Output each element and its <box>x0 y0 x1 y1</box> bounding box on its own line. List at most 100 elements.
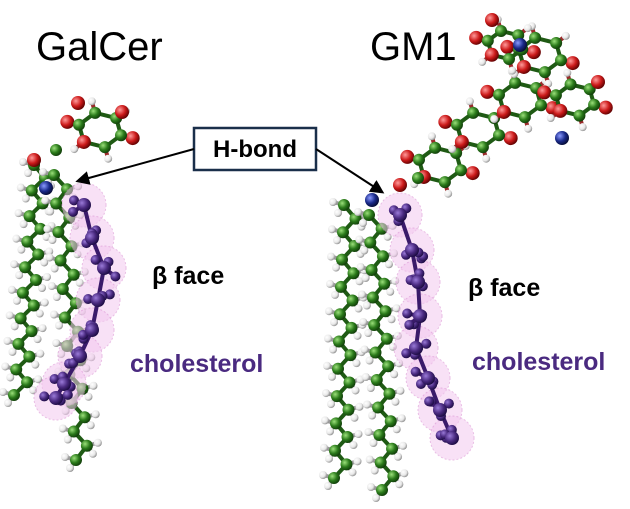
carbon-atom <box>372 401 385 414</box>
oxygen-atom <box>516 59 531 74</box>
carbon-atom <box>27 299 40 312</box>
carbon-atom <box>509 76 522 89</box>
carbon-atom <box>365 264 378 276</box>
carbon-atom <box>455 164 468 177</box>
carbon-atom <box>329 444 341 457</box>
hydrogen-atom <box>327 252 335 261</box>
cholesterol-atom <box>68 206 79 217</box>
hydrogen-atom <box>326 279 334 288</box>
hydrogen-atom <box>5 311 14 320</box>
carbon-atom <box>337 226 349 239</box>
hydrogen-atom <box>384 260 393 269</box>
gm1-molecule <box>319 13 613 502</box>
hydrogen-atom <box>563 68 572 77</box>
hydrogen-atom <box>12 234 21 243</box>
hydrogen-atom <box>368 411 377 420</box>
cholesterol-molecule <box>39 195 121 406</box>
hydrogen-atom <box>334 209 342 217</box>
cholesterol-atom <box>409 341 423 355</box>
carbon-atom <box>345 321 358 334</box>
oxygen-atom <box>76 134 91 149</box>
hydrogen-atom <box>329 345 337 354</box>
hydrogen-atom <box>324 482 332 490</box>
hydrogen-atom <box>361 274 370 282</box>
carbon-atom <box>341 431 354 444</box>
hydrogen-atom <box>448 145 457 154</box>
cholesterol-atom <box>85 231 99 245</box>
hydrogen-atom <box>333 236 341 245</box>
oxygen-atom <box>465 166 480 181</box>
cholesterol-atom <box>49 374 60 385</box>
carbon-atom <box>328 472 340 484</box>
oxygen-atom <box>438 114 453 129</box>
hydrogen-atom <box>327 400 335 409</box>
hydrogen-atom <box>392 425 401 434</box>
carbon-atom <box>373 429 386 441</box>
oxygen-atom <box>591 75 605 89</box>
oxygen-atom <box>526 45 541 60</box>
carbon-atom <box>10 363 23 376</box>
cholesterol-atom <box>410 366 421 377</box>
carbon-atom <box>380 332 393 345</box>
hydrogen-atom <box>546 114 555 123</box>
hydrogen-atom <box>55 321 63 330</box>
hydrogen-atom <box>397 414 406 423</box>
carbon-atom <box>535 99 548 112</box>
nitrogen-atom <box>555 131 569 145</box>
hydrogen-atom <box>561 31 570 40</box>
hydrogen-atom <box>359 318 368 326</box>
hydrogen-atom <box>61 453 69 461</box>
carbon-atom <box>21 376 34 389</box>
carbon-atom <box>50 144 62 156</box>
oxygen-atom <box>393 178 407 192</box>
cholesterol-atom <box>411 275 425 289</box>
hydrogen-atom <box>354 430 363 439</box>
cholesterol-atom <box>83 293 94 304</box>
gm1-cholesterol-label: cholesterol <box>472 348 605 376</box>
carbon-atom <box>14 312 27 325</box>
hydrogen-atom <box>391 397 400 406</box>
hydrogen-atom <box>354 208 362 216</box>
carbon-atom <box>412 172 424 184</box>
hydrogen-atom <box>6 373 15 382</box>
carbon-atom <box>481 34 494 47</box>
hydrogen-atom <box>365 455 374 464</box>
hydrogen-atom <box>1 362 10 371</box>
hydrogen-atom <box>353 457 362 466</box>
carbon-atom <box>476 141 489 154</box>
hydrogen-atom <box>43 273 51 281</box>
oxygen-atom <box>496 104 511 119</box>
oxygen-atom <box>125 131 140 146</box>
carbon-atom <box>555 54 568 67</box>
hydrogen-atom <box>58 424 67 433</box>
carbon-atom <box>378 277 391 290</box>
nitrogen-atom <box>365 193 379 207</box>
cholesterol-atom <box>405 243 419 257</box>
carbon-atom <box>8 389 20 401</box>
carbon-atom <box>386 442 399 455</box>
carbon-atom <box>12 337 25 350</box>
hydrogen-atom <box>45 253 54 262</box>
oxygen-atom <box>537 85 552 100</box>
hydrogen-atom <box>19 158 27 166</box>
hydrogen-atom <box>370 466 379 475</box>
cholesterol-atom <box>421 371 435 385</box>
hydrogen-atom <box>444 189 453 198</box>
hydrogen-atom <box>390 370 399 379</box>
hydrogen-atom <box>31 360 40 369</box>
hydrogen-atom <box>578 123 587 132</box>
carbon-atom <box>384 415 397 428</box>
hydrogen-atom <box>356 263 365 271</box>
hydrogen-atom <box>43 225 52 233</box>
carbon-atom <box>492 88 505 101</box>
oxygen-atom <box>565 56 580 71</box>
oxygen-atom <box>71 96 85 110</box>
carbon-atom <box>52 226 65 238</box>
cholesterol-atom <box>413 309 427 323</box>
hbond-arrow-galcer <box>75 148 195 185</box>
carbon-atom <box>376 484 388 496</box>
carbon-atom <box>72 118 85 131</box>
nitrogen-atom <box>513 38 527 52</box>
oxygen-atom <box>485 13 499 27</box>
